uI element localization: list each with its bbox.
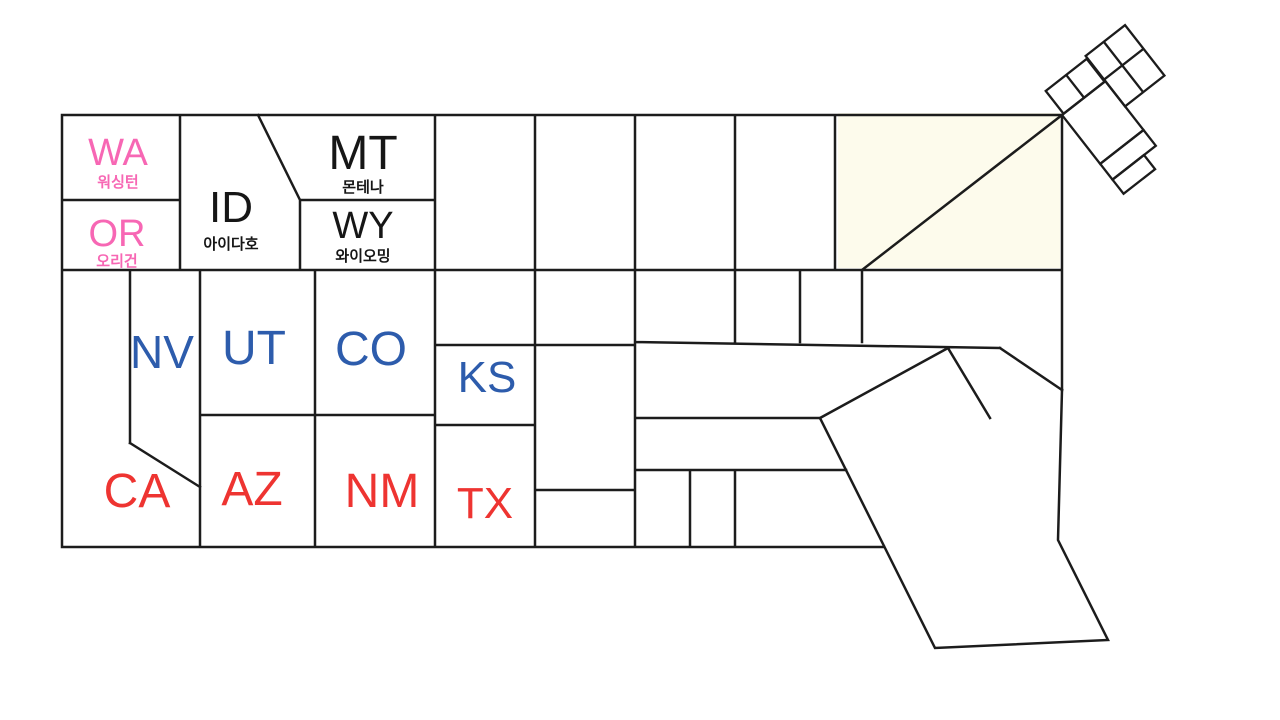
state-abbr-wa: WA bbox=[88, 132, 148, 174]
state-korean-wa: 워싱턴 bbox=[97, 174, 138, 191]
state-abbr-ca: CA bbox=[104, 465, 171, 518]
state-abbr-tx: TX bbox=[457, 479, 513, 528]
northeast-state-shape bbox=[1098, 128, 1158, 182]
state-abbr-nv: NV bbox=[130, 326, 194, 378]
northeast-state-shape bbox=[1110, 153, 1157, 196]
state-abbr-co: CO bbox=[335, 323, 407, 376]
northeast-states-cluster bbox=[1044, 23, 1167, 196]
northeast-diagonal bbox=[860, 113, 1064, 272]
state-abbr-ks: KS bbox=[458, 353, 517, 402]
state-korean-id: 아이다호 bbox=[203, 236, 258, 253]
northeast-state-shape bbox=[1060, 79, 1146, 166]
state-korean-mt: 몬테나 bbox=[342, 179, 384, 196]
state-abbr-ut: UT bbox=[222, 322, 286, 375]
state-abbr-id: ID bbox=[209, 183, 253, 232]
state-korean-wy: 와이오밍 bbox=[335, 247, 390, 265]
state-korean-or: 오리건 bbox=[96, 253, 137, 270]
state-borders bbox=[60, 113, 1064, 549]
state-abbr-mt: MT bbox=[328, 127, 397, 180]
state-abbr-az: AZ bbox=[221, 463, 282, 516]
state-abbr-wy: WY bbox=[332, 205, 393, 247]
northeast-state-dividers bbox=[1065, 41, 1145, 99]
northeast-state-shape bbox=[1084, 23, 1167, 108]
florida-shape bbox=[818, 388, 1110, 650]
state-abbr-or: OR bbox=[89, 213, 146, 255]
highlight-region bbox=[838, 113, 1060, 268]
state-abbr-nm: NM bbox=[345, 465, 420, 518]
